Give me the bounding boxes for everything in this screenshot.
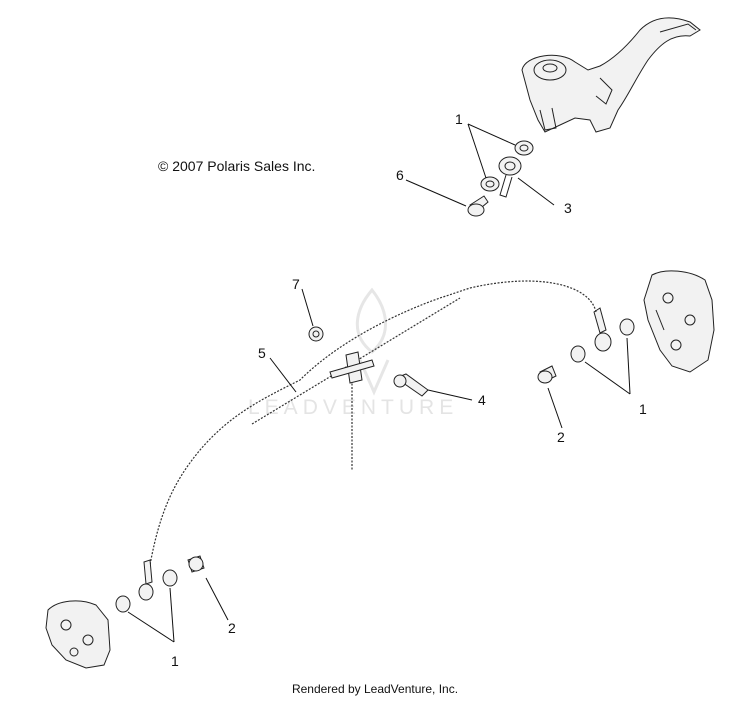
- leader-lines: [127, 123, 631, 643]
- right-caliper: [643, 270, 715, 373]
- callout-5: 5: [258, 345, 266, 361]
- hose-end-fitting: [593, 307, 612, 352]
- copyright-notice: © 2007 Polaris Sales Inc.: [158, 158, 316, 174]
- tee-mount-bolt: [393, 373, 429, 397]
- crush-washer: [115, 595, 131, 613]
- callout-6: 6: [396, 167, 404, 183]
- banjo-bolt: [467, 195, 489, 217]
- crush-washer: [480, 176, 500, 192]
- master-cylinder-assembly: [521, 17, 701, 133]
- callout-1: 1: [639, 401, 647, 417]
- callout-7: 7: [292, 276, 300, 292]
- banjo-bolt: [187, 555, 205, 573]
- banjo-bolt: [537, 365, 557, 384]
- crush-washer: [514, 140, 534, 156]
- tee-fitting: [329, 351, 375, 384]
- rendered-by-footer: Rendered by LeadVenture, Inc.: [291, 682, 459, 696]
- callout-3: 3: [564, 200, 572, 216]
- tee-bolt: [308, 326, 324, 342]
- crush-washer: [570, 345, 586, 363]
- brake-hose: [149, 280, 597, 566]
- banjo-fitting: [498, 156, 522, 198]
- callout-2: 2: [228, 620, 236, 636]
- hose-end-fitting: [138, 559, 154, 601]
- watermark-text: LEADVENTURE: [248, 396, 459, 419]
- callout-4: 4: [478, 392, 486, 408]
- callout-1: 1: [455, 111, 463, 127]
- watermark-flame-icon: [355, 287, 390, 396]
- crush-washer: [162, 569, 178, 587]
- callout-2: 2: [557, 429, 565, 445]
- left-caliper: [45, 600, 111, 669]
- callout-1: 1: [171, 653, 179, 669]
- crush-washer: [619, 318, 635, 336]
